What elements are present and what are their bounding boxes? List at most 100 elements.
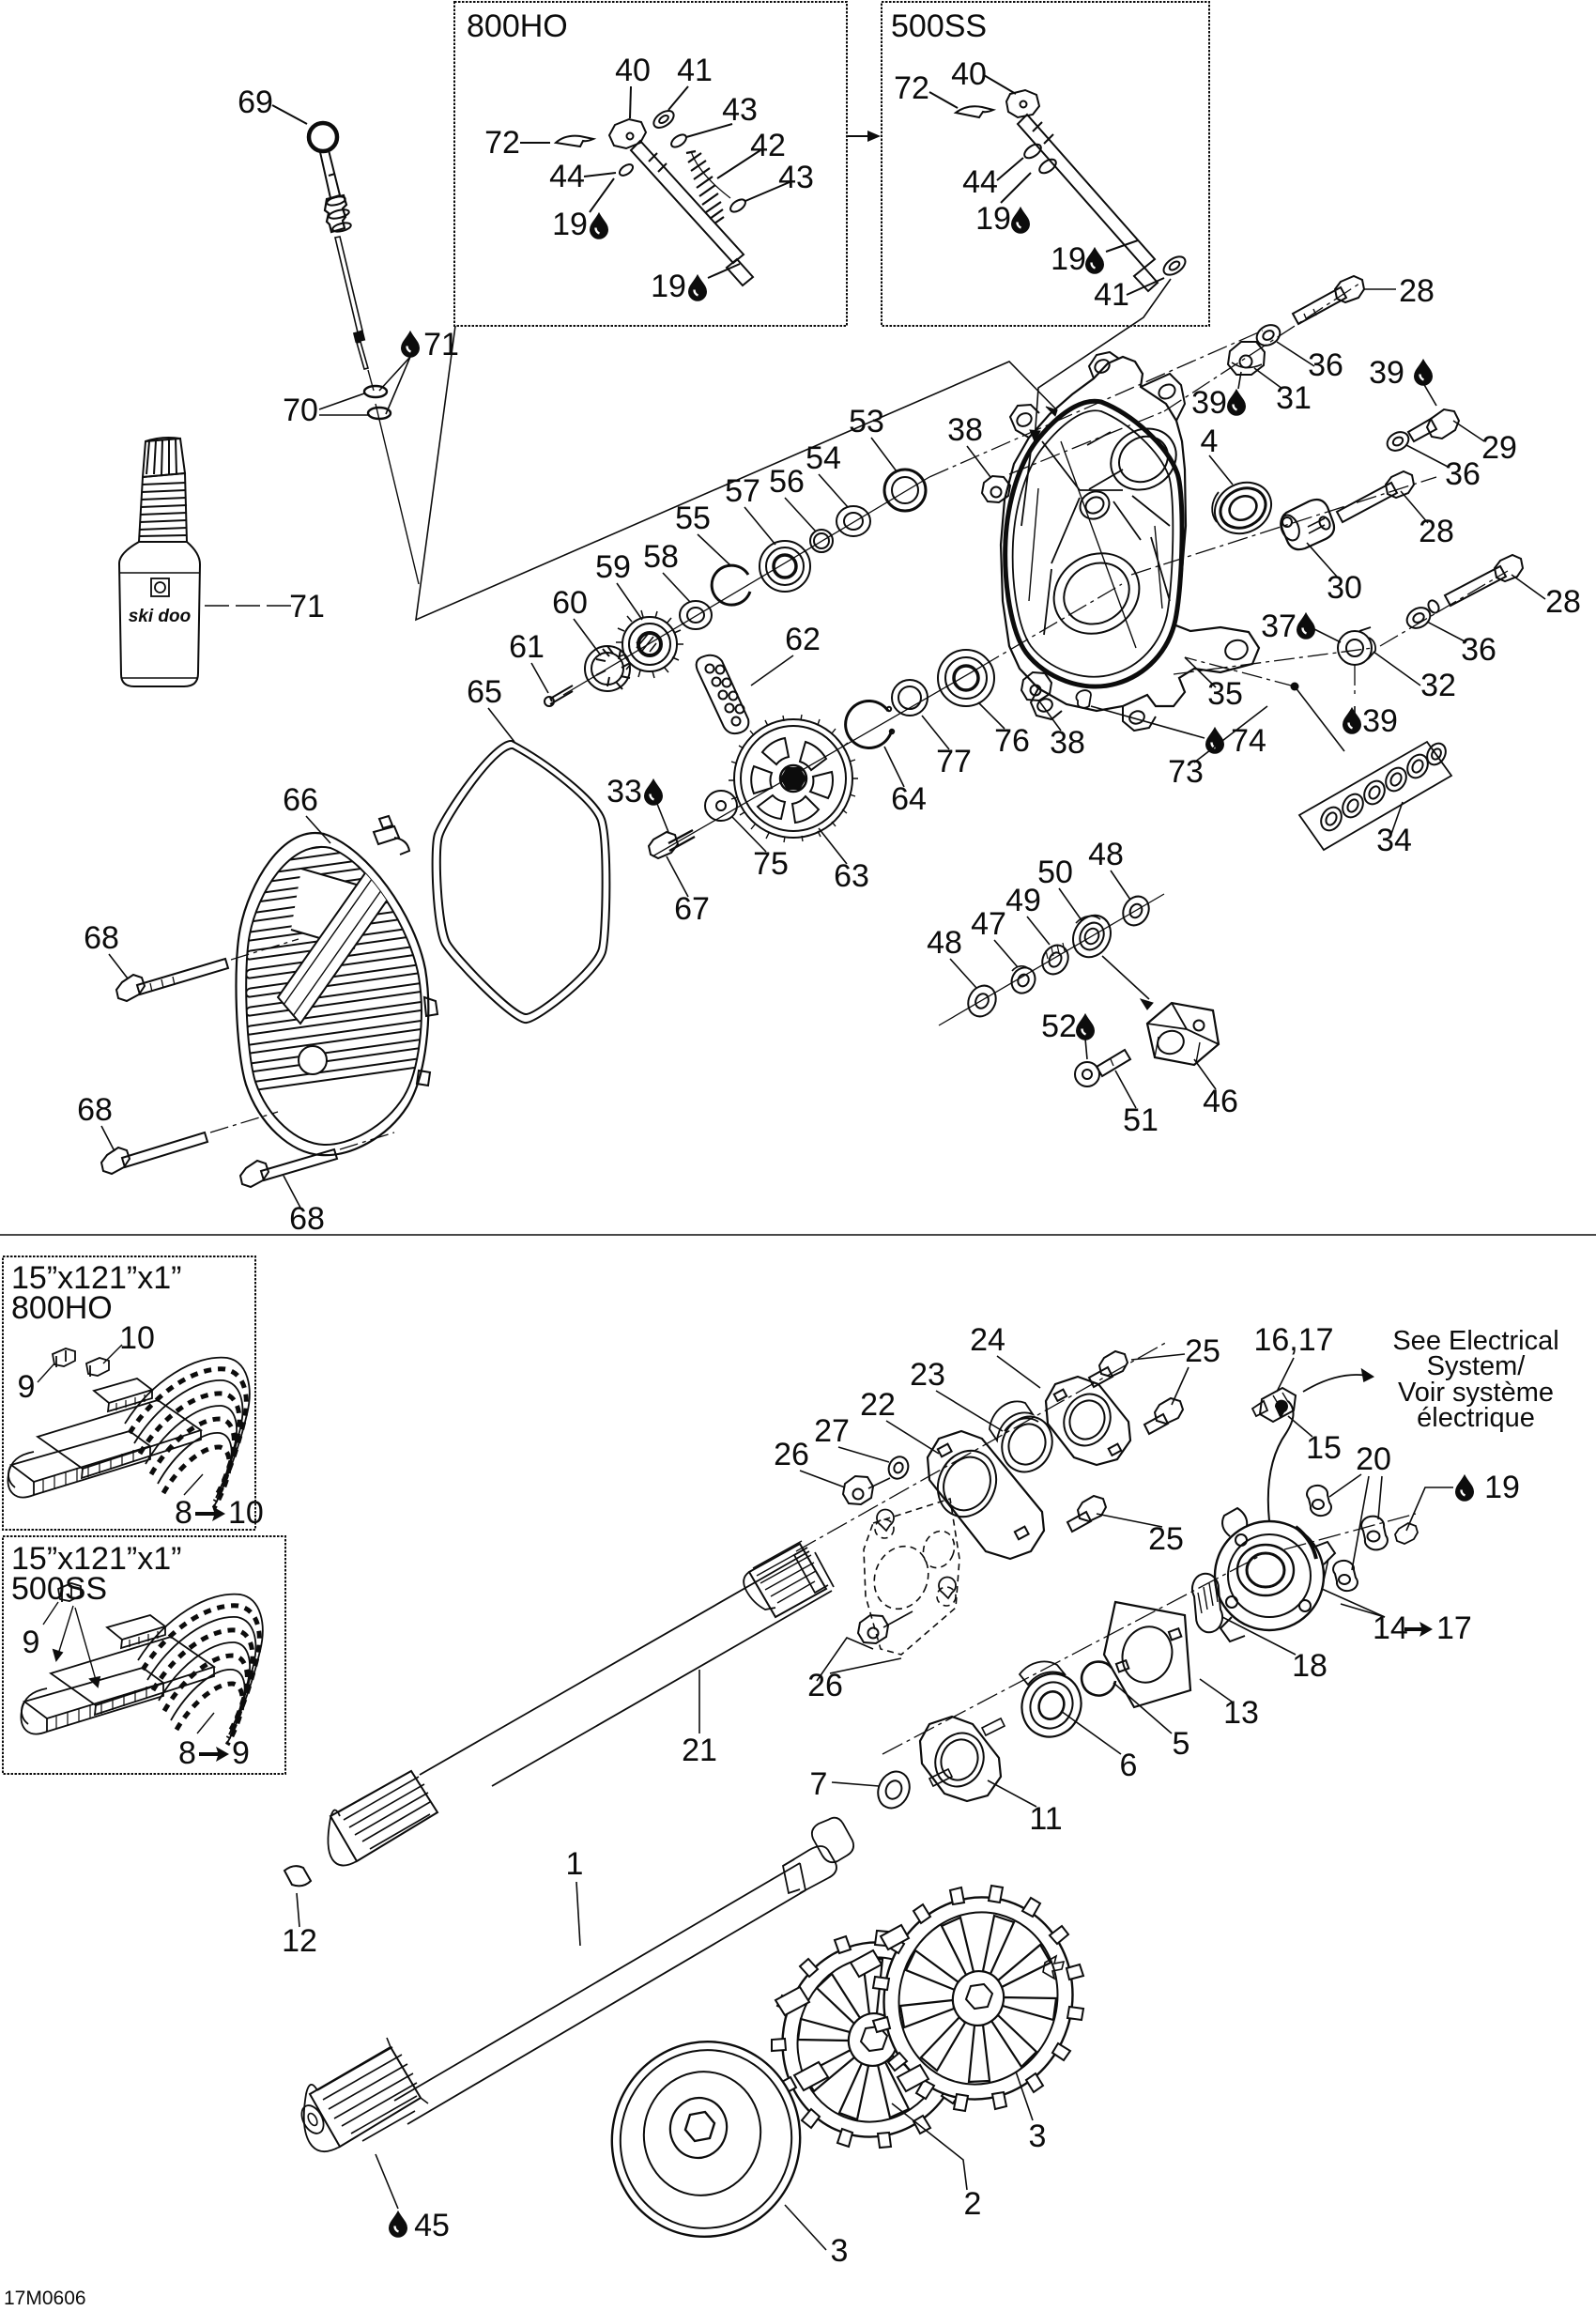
svg-text:9: 9 — [18, 1369, 36, 1405]
svg-text:77: 77 — [936, 744, 972, 779]
svg-text:47: 47 — [971, 906, 1006, 942]
svg-text:34: 34 — [1376, 823, 1412, 858]
svg-text:16,17: 16,17 — [1253, 1322, 1333, 1358]
svg-text:52: 52 — [1041, 1009, 1077, 1044]
svg-text:23: 23 — [910, 1357, 945, 1393]
svg-text:26: 26 — [774, 1437, 809, 1472]
svg-text:28: 28 — [1545, 584, 1581, 620]
svg-text:48: 48 — [1088, 837, 1124, 872]
svg-text:43: 43 — [722, 92, 758, 128]
svg-text:2: 2 — [964, 2186, 982, 2222]
svg-text:19: 19 — [552, 207, 588, 242]
svg-text:41: 41 — [677, 53, 713, 88]
svg-text:13: 13 — [1223, 1695, 1259, 1731]
svg-text:71: 71 — [423, 327, 459, 362]
svg-text:ski doo: ski doo — [129, 607, 192, 626]
svg-text:3: 3 — [1029, 2118, 1047, 2154]
svg-text:37: 37 — [1261, 609, 1297, 644]
svg-text:25: 25 — [1148, 1521, 1184, 1557]
svg-text:800HO: 800HO — [11, 1290, 113, 1326]
svg-text:19: 19 — [651, 269, 686, 304]
svg-text:70: 70 — [283, 393, 318, 428]
svg-text:800HO: 800HO — [467, 8, 568, 44]
svg-text:65: 65 — [467, 674, 502, 710]
svg-text:48: 48 — [927, 925, 962, 961]
svg-text:19: 19 — [975, 201, 1011, 237]
svg-text:44: 44 — [549, 159, 585, 194]
svg-text:28: 28 — [1399, 273, 1435, 309]
svg-text:Voir système: Voir système — [1398, 1378, 1554, 1408]
svg-text:32: 32 — [1420, 668, 1456, 703]
svg-text:8: 8 — [178, 1735, 196, 1771]
svg-text:24: 24 — [970, 1322, 1005, 1358]
svg-text:40: 40 — [951, 56, 987, 92]
svg-text:57: 57 — [725, 473, 760, 509]
svg-text:74: 74 — [1231, 723, 1266, 759]
svg-text:72: 72 — [484, 125, 520, 161]
svg-text:35: 35 — [1207, 676, 1243, 712]
svg-text:49: 49 — [1005, 883, 1041, 918]
svg-text:41: 41 — [1094, 277, 1129, 313]
svg-text:31: 31 — [1276, 380, 1312, 416]
svg-text:68: 68 — [289, 1201, 325, 1237]
svg-text:67: 67 — [674, 891, 710, 927]
svg-text:9: 9 — [232, 1735, 250, 1771]
svg-text:19: 19 — [1484, 1470, 1520, 1505]
svg-text:68: 68 — [84, 920, 119, 956]
svg-text:72: 72 — [894, 70, 929, 106]
svg-text:54: 54 — [806, 440, 841, 476]
svg-text:39: 39 — [1191, 385, 1227, 421]
svg-text:63: 63 — [834, 858, 869, 894]
svg-text:64: 64 — [891, 781, 927, 817]
svg-text:5: 5 — [1173, 1726, 1190, 1762]
svg-text:58: 58 — [643, 539, 679, 575]
svg-text:46: 46 — [1203, 1084, 1238, 1119]
svg-text:7: 7 — [810, 1766, 828, 1802]
svg-text:19: 19 — [1051, 241, 1086, 277]
svg-text:62: 62 — [785, 622, 821, 657]
svg-text:59: 59 — [595, 549, 631, 585]
svg-text:17M0606: 17M0606 — [4, 2288, 86, 2309]
svg-text:4: 4 — [1201, 424, 1219, 459]
svg-text:11: 11 — [1029, 1801, 1062, 1837]
svg-text:66: 66 — [283, 782, 318, 818]
svg-text:26: 26 — [807, 1668, 843, 1703]
svg-text:43: 43 — [778, 160, 814, 195]
svg-text:20: 20 — [1356, 1441, 1391, 1477]
svg-text:71: 71 — [289, 589, 325, 624]
svg-text:9: 9 — [23, 1625, 40, 1660]
svg-text:21: 21 — [682, 1733, 717, 1768]
svg-text:39: 39 — [1369, 355, 1404, 391]
svg-text:45: 45 — [414, 2208, 450, 2243]
svg-text:27: 27 — [814, 1413, 850, 1449]
svg-text:See Electrical: See Electrical — [1392, 1326, 1558, 1356]
svg-text:38: 38 — [1050, 725, 1085, 761]
svg-text:électrique: électrique — [1417, 1403, 1535, 1433]
svg-text:25: 25 — [1185, 1333, 1220, 1369]
svg-text:10: 10 — [228, 1495, 264, 1531]
svg-text:38: 38 — [947, 412, 983, 448]
svg-text:68: 68 — [77, 1092, 113, 1128]
svg-text:39: 39 — [1362, 703, 1398, 739]
svg-text:69: 69 — [238, 85, 273, 120]
svg-text:53: 53 — [849, 404, 884, 439]
svg-text:22: 22 — [860, 1387, 896, 1423]
svg-text:61: 61 — [509, 629, 545, 665]
svg-text:42: 42 — [750, 128, 786, 163]
svg-text:1: 1 — [566, 1846, 584, 1882]
svg-text:56: 56 — [769, 464, 805, 500]
svg-text:15”x121”x1”: 15”x121”x1” — [11, 1260, 181, 1296]
svg-text:40: 40 — [615, 53, 651, 88]
svg-text:3: 3 — [831, 2233, 849, 2269]
svg-text:8: 8 — [175, 1495, 192, 1531]
svg-text:76: 76 — [994, 723, 1030, 759]
svg-text:System/: System/ — [1427, 1351, 1527, 1381]
svg-text:50: 50 — [1037, 855, 1073, 890]
svg-text:51: 51 — [1123, 1102, 1159, 1138]
svg-text:33: 33 — [606, 774, 642, 809]
svg-text:30: 30 — [1327, 570, 1362, 606]
svg-text:36: 36 — [1461, 632, 1496, 668]
svg-text:6: 6 — [1120, 1748, 1138, 1783]
svg-text:18: 18 — [1292, 1648, 1327, 1684]
svg-text:10: 10 — [119, 1320, 155, 1356]
